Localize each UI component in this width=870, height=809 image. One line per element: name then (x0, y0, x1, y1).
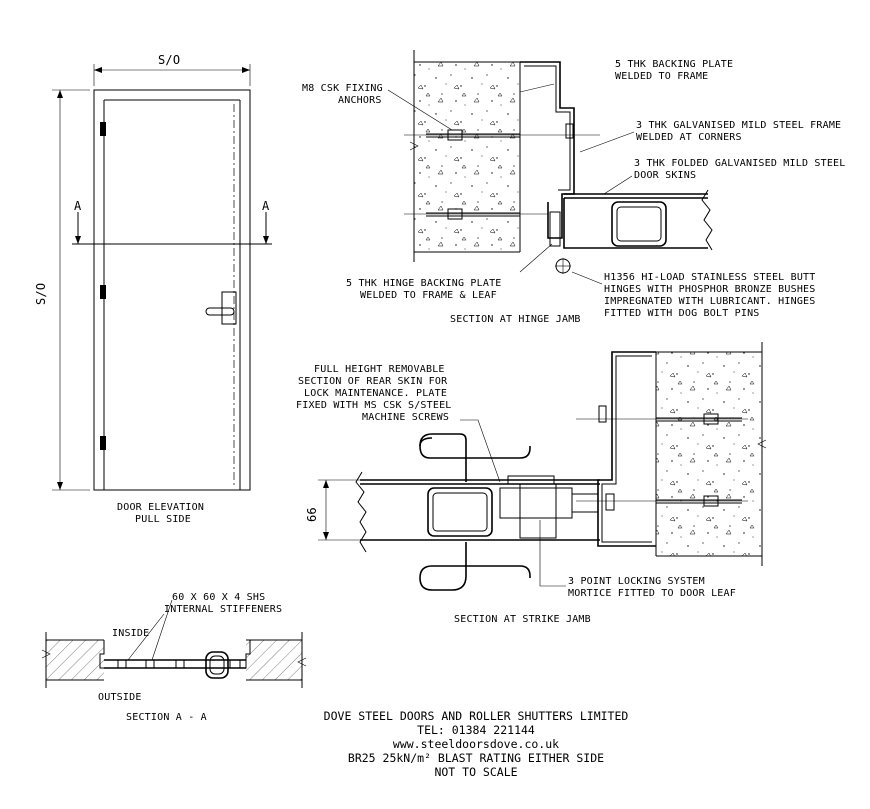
hinge-label-plate-2: WELDED TO FRAME & LEAF (360, 290, 497, 301)
strike-label-lock-2: MORTICE FITTED TO DOOR LEAF (568, 588, 736, 599)
strike-jamb-caption: SECTION AT STRIKE JAMB (454, 614, 591, 625)
strike-label-skin-3: LOCK MAINTENANCE. PLATE (304, 388, 447, 399)
section-aa-inside: INSIDE (112, 628, 149, 639)
company-tel: TEL: 01384 221144 (417, 723, 535, 737)
hinge-label-frame-2: WELDED AT CORNERS (636, 132, 742, 143)
hinge-jamb-section: 5 THK BACKING PLATE WELDED TO FRAME M8 C… (302, 50, 846, 325)
hinge-label-hinges-3: IMPREGNATED WITH LUBRICANT. HINGES (604, 296, 816, 307)
section-aa-stiffener-1: 60 X 60 X 4 SHS (172, 592, 265, 603)
elevation-height-dim: S/O (34, 283, 48, 305)
hinge-label-plate-1: 5 THK HINGE BACKING PLATE (346, 278, 502, 289)
blast-rating: BR25 25kN/m² BLAST RATING EITHER SIDE (348, 751, 604, 765)
section-aa-outside: OUTSIDE (98, 692, 142, 703)
hinge-label-backing-2: WELDED TO FRAME (615, 71, 708, 82)
section-aa-caption: SECTION A - A (126, 712, 207, 723)
strike-label-skin-2: SECTION OF REAR SKIN FOR (298, 376, 448, 387)
section-mark-right: A (262, 199, 270, 213)
strike-label-skin-1: FULL HEIGHT REMOVABLE (314, 364, 445, 375)
strike-label-skin-4: FIXED WITH MS CSK S/STEEL (296, 400, 452, 411)
hinge-label-skins-1: 3 THK FOLDED GALVANISED MILD STEEL (634, 158, 846, 169)
company-name: DOVE STEEL DOORS AND ROLLER SHUTTERS LIM… (324, 709, 629, 723)
section-aa: 60 X 60 X 4 SHS INTERNAL STIFFENERS INSI… (41, 592, 307, 723)
company-web: www.steeldoorsdove.co.uk (393, 737, 559, 751)
title-block: DOVE STEEL DOORS AND ROLLER SHUTTERS LIM… (324, 709, 629, 779)
scale-note: NOT TO SCALE (434, 765, 517, 779)
section-aa-stiffener-2: INTERNAL STIFFENERS (164, 604, 282, 615)
strike-dim-thickness: 66 (305, 507, 319, 522)
hinge-label-hinges-2: HINGES WITH PHOSPHOR BRONZE BUSHES (604, 284, 816, 295)
section-mark-left: A (74, 199, 82, 213)
hinge-label-frame-1: 3 THK GALVANISED MILD STEEL FRAME (636, 120, 841, 131)
hinge-label-backing-1: 5 THK BACKING PLATE (615, 59, 733, 70)
hinge-jamb-caption: SECTION AT HINGE JAMB (450, 314, 581, 325)
elevation-caption-1: DOOR ELEVATION (117, 502, 204, 513)
strike-label-skin-5: MACHINE SCREWS (362, 412, 449, 423)
hinge-label-anchors-2: ANCHORS (338, 95, 382, 106)
hinge-label-hinges-1: H1356 HI-LOAD STAINLESS STEEL BUTT (604, 272, 816, 283)
hinge-label-anchors-1: M8 CSK FIXING (302, 83, 383, 94)
door-elevation: S/O S/O A A DOOR ELEVATION PULL SIDE (34, 53, 272, 525)
strike-jamb-section: 66 FULL HEIGHT REMOVABLE SECTION OF REAR… (296, 342, 767, 625)
elevation-caption-2: PULL SIDE (135, 514, 191, 525)
elevation-width-dim: S/O (158, 53, 180, 67)
hinge-label-skins-2: DOOR SKINS (634, 170, 696, 181)
strike-label-lock-1: 3 POINT LOCKING SYSTEM (568, 576, 705, 587)
hinge-label-hinges-4: FITTED WITH DOG BOLT PINS (604, 308, 760, 319)
